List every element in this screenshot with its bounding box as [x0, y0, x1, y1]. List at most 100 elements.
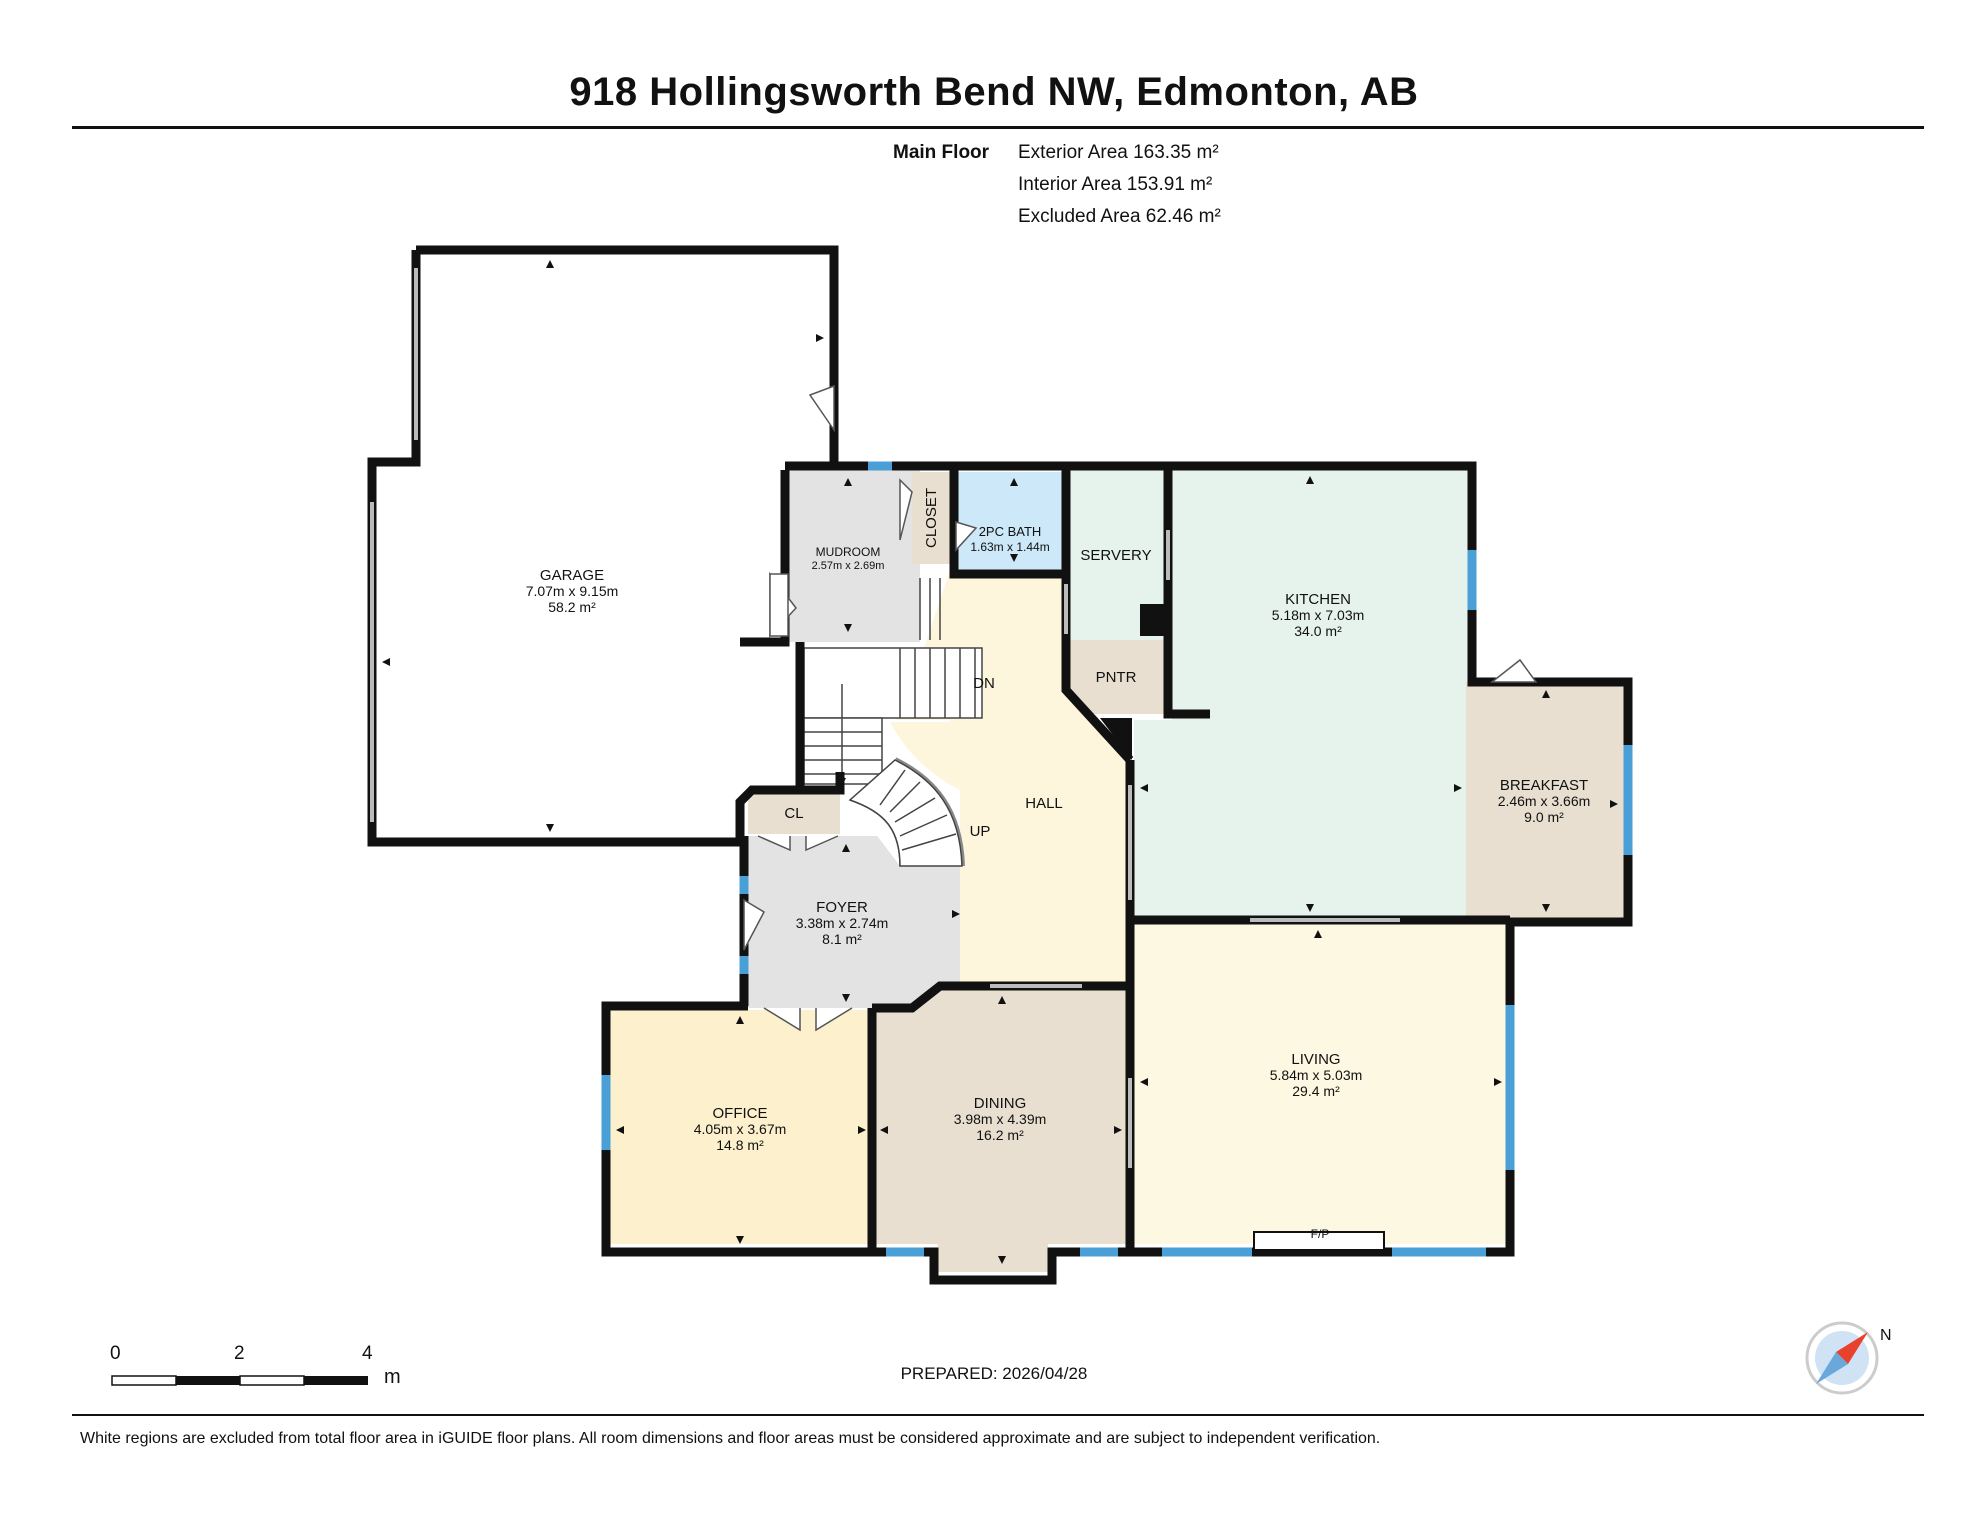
- kitchen-label: KITCHEN: [1285, 591, 1351, 608]
- arrow: [1140, 1078, 1148, 1086]
- pantry-fill: [1068, 640, 1164, 714]
- living-area: 29.4 m²: [1292, 1083, 1340, 1099]
- stairs-down-box: [803, 647, 983, 719]
- stairs-down-treads: [899, 648, 976, 718]
- office-french-doors: [763, 1007, 853, 1032]
- south-wall: [601, 1001, 1130, 1285]
- header-rule: [72, 126, 1924, 129]
- mudroom-fill: [785, 470, 920, 642]
- breakfast-door: [1489, 658, 1538, 683]
- foyer-wall: [735, 772, 845, 842]
- dining-dims: 3.98m x 4.39m: [954, 1111, 1047, 1127]
- page-title: 918 Hollingsworth Bend NW, Edmonton, AB: [569, 70, 1419, 114]
- dining-area: 16.2 m²: [976, 1127, 1024, 1143]
- garage-label: GARAGE: [540, 567, 604, 584]
- bath-label: 2PC BATH: [979, 524, 1042, 539]
- arrow: [1610, 800, 1618, 808]
- scale-tick-4: 4: [362, 1343, 373, 1364]
- excluded-area: Excluded Area 62.46 m²: [1018, 206, 1221, 227]
- scale-segment: [304, 1376, 368, 1385]
- breakfast-area: 9.0 m²: [1524, 809, 1564, 825]
- fireplace: [1253, 1231, 1385, 1251]
- scale-unit: m: [384, 1366, 401, 1388]
- arrow: [1542, 690, 1550, 698]
- breakfast-fill: [1466, 682, 1624, 918]
- arrow: [880, 1126, 888, 1134]
- arrow: [546, 824, 554, 832]
- exterior-area: Exterior Area 163.35 m²: [1018, 142, 1219, 163]
- mudroom-steps: [769, 573, 789, 637]
- arrow: [844, 478, 852, 486]
- arrow: [1306, 476, 1314, 484]
- footer-note: White regions are excluded from total fl…: [80, 1430, 1381, 1447]
- compass-needle-north: [1836, 1332, 1868, 1364]
- prepared-date: PREPARED: 2026/04/28: [900, 1364, 1088, 1383]
- stairs-lower-treads: [804, 731, 882, 775]
- closet-fill: [912, 472, 950, 564]
- arrow: [952, 910, 960, 918]
- living-fill: [1134, 922, 1506, 1244]
- arrow: [844, 624, 852, 632]
- breakfast-label: BREAKFAST: [1500, 777, 1588, 794]
- stairs: [803, 578, 983, 867]
- garage-dims: 7.07m x 9.15m: [526, 583, 619, 599]
- garage-man-door: [808, 384, 835, 433]
- kitchen-area: 34.0 m²: [1294, 623, 1342, 639]
- foyer-dims: 3.38m x 2.74m: [796, 915, 889, 931]
- north-wall: [740, 470, 790, 647]
- pantry-label: PNTR: [1096, 669, 1137, 686]
- scale-tick-0: 0: [110, 1343, 121, 1364]
- arrow: [1140, 784, 1148, 792]
- stairs-up-label: UP: [970, 823, 991, 840]
- garage-wall: [416, 245, 839, 462]
- kitchen-fill: [1134, 470, 1468, 918]
- bath-door: [955, 520, 978, 552]
- office-area: 14.8 m²: [716, 1137, 764, 1153]
- dimension-arrows: [382, 260, 1618, 1264]
- garage-area: 58.2 m²: [548, 599, 596, 615]
- cl-label: CL: [784, 805, 803, 822]
- scale-tick-2: 2: [234, 1343, 245, 1364]
- living-dims: 5.84m x 5.03m: [1270, 1067, 1363, 1083]
- arrow: [998, 996, 1006, 1004]
- arrow: [998, 1256, 1006, 1264]
- scale-bar: [111, 1375, 368, 1386]
- arrow: [546, 260, 554, 268]
- bath-dims: 1.63m x 1.44m: [970, 540, 1049, 554]
- arrow: [382, 658, 390, 666]
- arrow: [842, 844, 850, 852]
- office-fill: [610, 1010, 872, 1244]
- hall-step: [919, 578, 941, 640]
- footer-rule: [72, 1414, 1924, 1416]
- room-labels: GARAGE 7.07m x 9.15m 58.2 m² MUDROOM 2.5…: [526, 488, 1591, 1241]
- bath-walls: [949, 470, 1071, 579]
- office-dims: 4.05m x 3.67m: [694, 1121, 787, 1137]
- arrow: [858, 1126, 866, 1134]
- arrow: [736, 1236, 744, 1244]
- arrow: [816, 334, 824, 342]
- foyer-area: 8.1 m²: [822, 931, 862, 947]
- servery-label: SERVERY: [1080, 547, 1151, 564]
- arrow: [1010, 554, 1018, 562]
- arrow: [1010, 478, 1018, 486]
- foyer-label: FOYER: [816, 899, 868, 916]
- arrow: [838, 778, 846, 786]
- cl-doors: [757, 835, 839, 852]
- cl-fill: [748, 794, 840, 834]
- mudroom-dims: 2.57m x 2.69m: [812, 560, 885, 572]
- dining-fill: [874, 988, 1126, 1272]
- arrow: [736, 1016, 744, 1024]
- stairs-down-label: DN: [973, 675, 995, 692]
- compass-needle-south: [1816, 1352, 1848, 1384]
- windows: [601, 461, 1633, 1257]
- arrow: [1542, 904, 1550, 912]
- hall-corner-block: [1100, 718, 1132, 760]
- breakfast-dims: 2.46m x 3.66m: [1498, 793, 1591, 809]
- pantry-block: [1140, 604, 1166, 636]
- living-label: LIVING: [1291, 1051, 1340, 1068]
- arrow: [1314, 930, 1322, 938]
- arrow: [616, 1126, 624, 1134]
- dining-label: DINING: [974, 1095, 1027, 1112]
- hall-fill-2: [890, 570, 1126, 985]
